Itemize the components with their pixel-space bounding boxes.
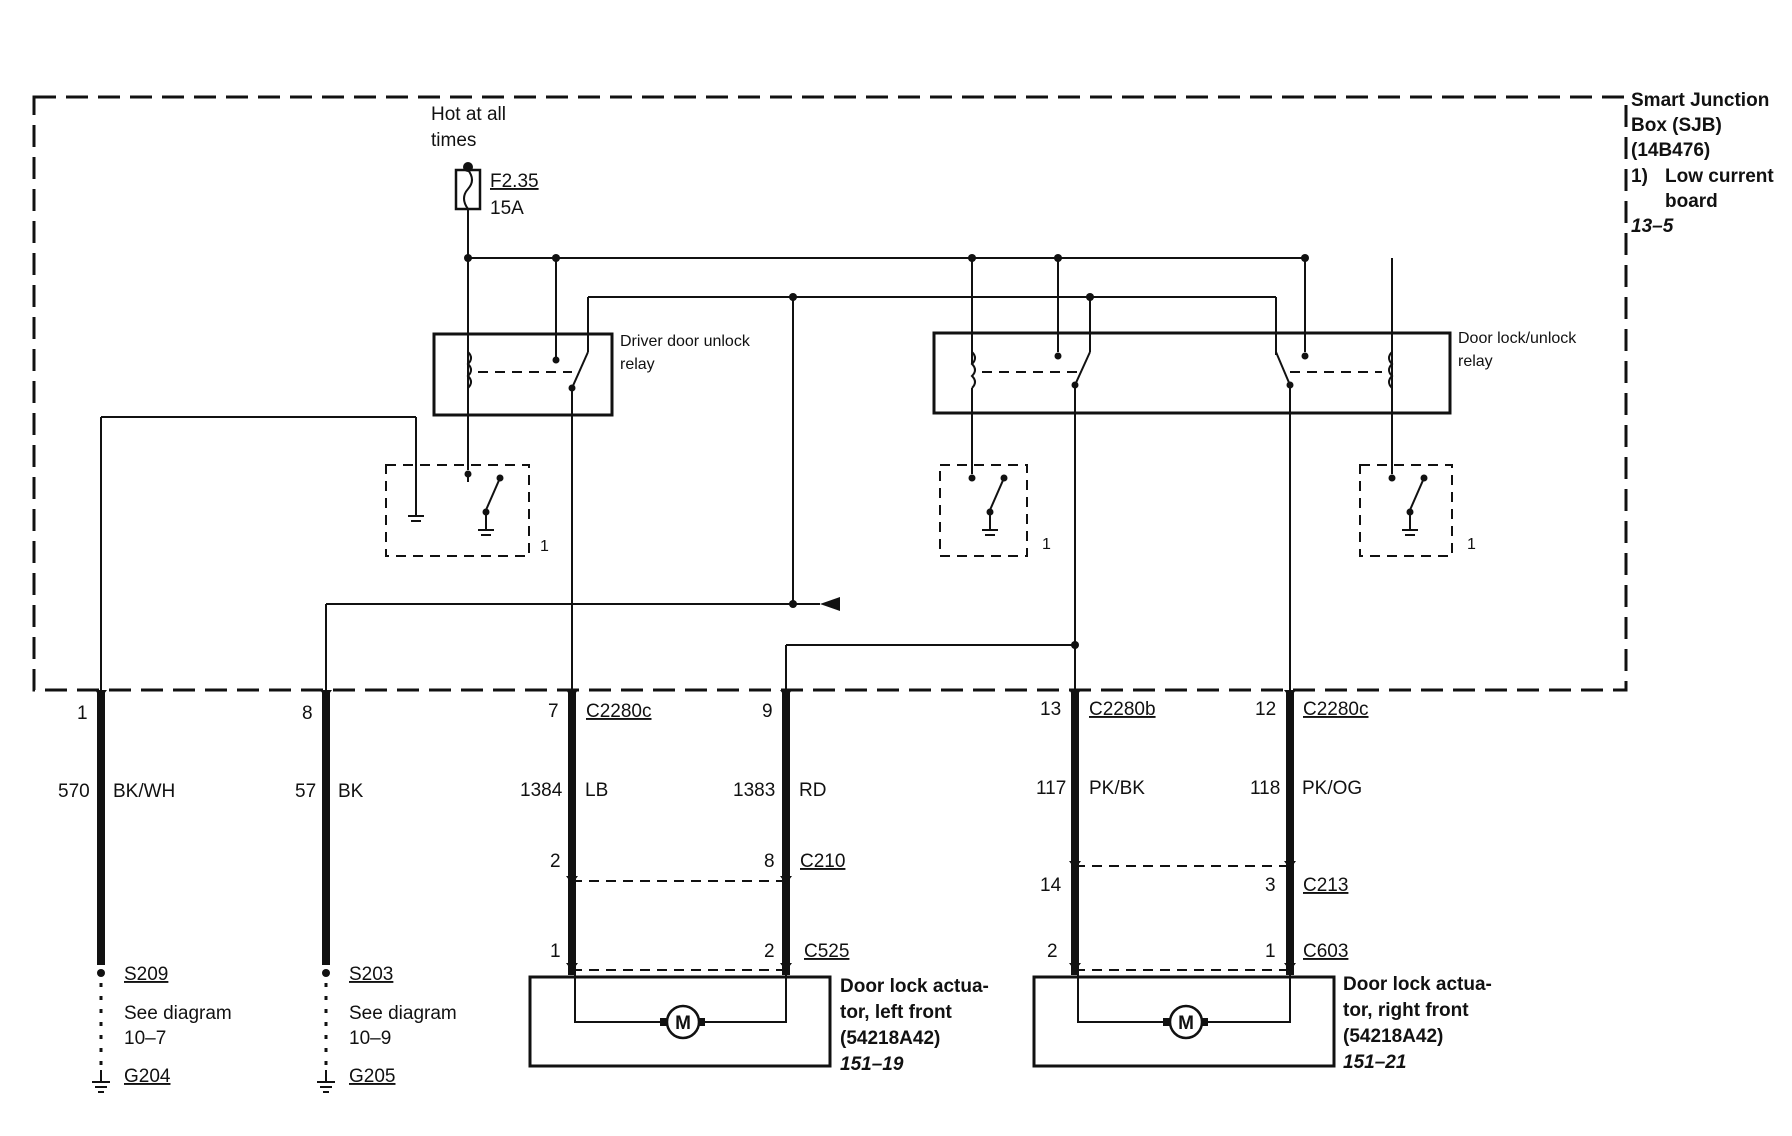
actuator-right-label: Door lock actua- [1343,974,1492,995]
circuit-57: 57 [295,781,316,802]
motor-label-right: M [1178,1013,1194,1034]
c603-pin-a: 2 [1047,941,1058,962]
ground-g204: G204 [124,1066,171,1087]
connector-marks [95,690,1296,698]
actuator-right-label-3: (54218A42) [1343,1026,1443,1047]
lock-relay-label-2: relay [1458,353,1493,370]
circuit-570-color: BK/WH [113,781,175,802]
svg-text:Smart Junction: Smart Junction [1631,90,1769,111]
connector-c603: C603 [1303,941,1348,962]
circuit-118-color: PK/OG [1302,778,1362,799]
ground-g205: G205 [349,1066,395,1087]
hot-label-2: times [431,130,476,151]
circuit-1384: 1384 [520,780,563,801]
c210-pin-b: 8 [764,851,775,872]
c525-pin-b: 2 [764,941,775,962]
switch-block-3: 1 [1359,464,1476,557]
svg-text:1: 1 [540,538,549,555]
svg-text:10–9: 10–9 [349,1028,391,1049]
pin-9: 9 [762,701,773,722]
circuit-1384-color: LB [585,780,608,801]
driver-relay-label: Driver door unlock [620,333,751,350]
junction-dots [464,254,1309,649]
switch-block-1: 1 [385,464,549,557]
pin-7: 7 [548,701,559,722]
c603-pin-b: 1 [1265,941,1276,962]
c525-pin-a: 1 [550,941,561,962]
svg-text:See diagram: See diagram [349,1003,457,1024]
connector-c2280b: C2280b [1089,699,1156,720]
pin-8: 8 [302,703,313,724]
svg-text:1): 1) [1631,166,1648,187]
actuator-left-label: Door lock actua- [840,976,989,997]
actuator-left-label-3: (54218A42) [840,1028,940,1049]
svg-text:Box (SJB): Box (SJB) [1631,115,1722,136]
driver-door-unlock-relay [432,332,614,417]
pin-1: 1 [77,703,88,724]
splice-s203: S203 See diagram 10–9 G205 [317,964,457,1093]
svg-text:Low current: Low current [1665,166,1774,187]
connector-c213: C213 [1303,875,1348,896]
motor-label-left: M [675,1013,691,1034]
actuator-left-label-2: tor, left front [840,1002,953,1023]
svg-text:10–7: 10–7 [124,1028,166,1049]
circuit-57-color: BK [338,781,364,802]
door-lock-unlock-relay [932,331,1452,415]
sjb-label: Smart Junction Box (SJB) (14B476) 1) Low… [1631,90,1774,237]
sjb-boundary [32,95,1628,692]
motor-icon-right [1168,1004,1204,1040]
svg-text:S203: S203 [349,964,393,985]
hot-label: Hot at all [431,104,506,125]
circuit-117: 117 [1036,778,1066,799]
connector-c2280c-left: C2280c [586,701,652,722]
splice-s209: S209 See diagram 10–7 G204 [92,964,232,1093]
c213-pin-a: 14 [1040,875,1062,896]
pin-13: 13 [1040,699,1061,720]
svg-text:See diagram: See diagram [124,1003,232,1024]
svg-text:S209: S209 [124,964,168,985]
c213-pin-b: 3 [1265,875,1276,896]
lock-relay-label: Door lock/unlock [1458,330,1577,347]
c210-pin-a: 2 [550,851,561,872]
arrow-connector [820,597,840,611]
svg-text:13–5: 13–5 [1631,216,1674,237]
connector-c210: C210 [800,851,845,872]
motor-icon-left [665,1004,701,1040]
svg-text:board: board [1665,191,1718,212]
svg-text:(14B476): (14B476) [1631,140,1710,161]
switch-block-2: 1 [939,464,1051,557]
door-lock-actuator-left-front [528,975,832,1068]
svg-text:1: 1 [1467,536,1476,553]
svg-text:1: 1 [1042,536,1051,553]
actuator-left-ref: 151–19 [840,1054,904,1075]
driver-relay-label-2: relay [620,356,655,373]
connector-c525: C525 [804,941,849,962]
fuse-name: F2.35 [490,171,539,192]
actuator-right-label-2: tor, right front [1343,1000,1469,1021]
circuit-118: 118 [1250,778,1280,799]
connector-c2280c-right: C2280c [1303,699,1369,720]
circuit-117-color: PK/BK [1089,778,1145,799]
circuit-1383-color: RD [799,780,826,801]
actuator-right-ref: 151–21 [1343,1052,1406,1073]
fuse-rating: 15A [490,198,524,219]
circuit-1383: 1383 [733,780,775,801]
door-lock-actuator-right-front [1032,975,1336,1068]
pin-12: 12 [1255,699,1276,720]
circuit-570: 570 [58,781,90,802]
